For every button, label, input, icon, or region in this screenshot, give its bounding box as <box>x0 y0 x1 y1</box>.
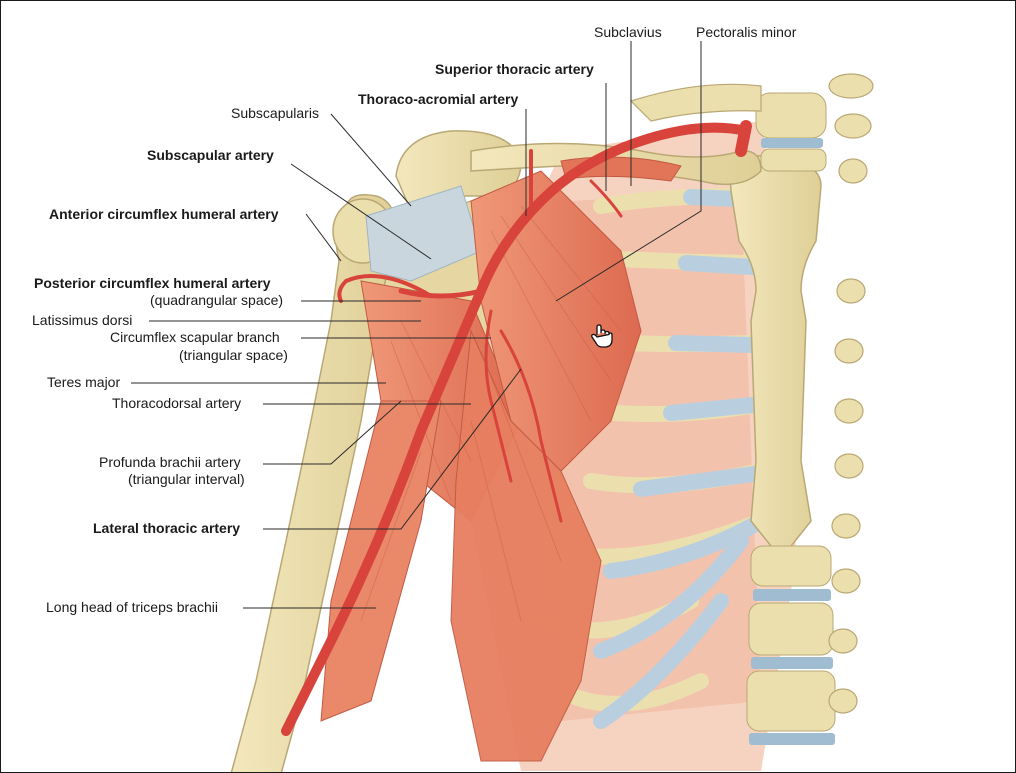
label-teres-major: Teres major <box>47 374 121 390</box>
thoracodorsal-branch <box>484 309 513 483</box>
label-latissimus-dorsi: Latissimus dorsi <box>32 312 133 328</box>
axillary-subclavian-artery <box>281 122 751 736</box>
leader-lateral-thoracic <box>263 368 522 530</box>
lateral-thoracic-branch <box>499 329 563 523</box>
leader-subscapularis <box>330 113 412 207</box>
label-lateral-thoracic-artery: Lateral thoracic artery <box>93 520 241 536</box>
label-anterior-circumflex-humeral-artery: Anterior circumflex humeral artery <box>49 206 279 222</box>
label-triangular-space: (triangular space) <box>179 347 288 363</box>
label-long-head-triceps: Long head of triceps brachii <box>46 599 218 615</box>
pectoralis-minor-muscle <box>470 170 642 472</box>
cartilage-6 <box>603 513 769 579</box>
first-rib-arch <box>629 83 762 122</box>
leader-subscapular <box>290 163 432 260</box>
vertebra-lower <box>748 602 834 656</box>
label-posterior-circumflex-humeral-artery: Posterior circumflex humeral artery <box>34 275 271 291</box>
serratus-anterior-muscle <box>450 329 602 762</box>
label-superior-thoracic-artery: Superior thoracic artery <box>435 61 594 77</box>
leader-profunda-brachii <box>263 400 402 465</box>
costal-cartilages <box>593 189 769 729</box>
label-subclavius: Subclavius <box>594 24 662 40</box>
subscapular-branch <box>398 288 484 299</box>
vertebra <box>755 92 827 139</box>
cartilage-8 <box>593 593 729 729</box>
cartilage-3 <box>668 335 761 353</box>
cartilage-7 <box>593 533 749 659</box>
cartilage-1 <box>683 189 744 207</box>
label-quadrangular-space: (quadrangular space) <box>150 292 284 308</box>
leader-lines <box>131 41 702 609</box>
circumflex-humeral-branches <box>337 274 433 303</box>
arteries <box>281 120 752 736</box>
cartilage-2 <box>678 255 761 275</box>
vertebral-stub <box>735 120 752 157</box>
vertebra-lower <box>746 670 836 732</box>
vertebra-lower <box>750 545 832 587</box>
vertebra <box>760 148 827 172</box>
label-profunda-brachii-artery: Profunda brachii artery <box>99 454 241 470</box>
leader-anterior-circumflex <box>305 213 342 262</box>
cartilage-5 <box>633 465 769 497</box>
intervertebral-disc <box>753 589 831 601</box>
label-subscapular-artery: Subscapular artery <box>147 147 274 163</box>
intervertebral-disc <box>761 138 823 148</box>
label-pectoralis-minor: Pectoralis minor <box>696 24 797 40</box>
intervertebral-disc <box>751 657 833 669</box>
cartilage-4 <box>663 397 761 421</box>
leader-pectoralis-minor <box>555 41 702 302</box>
label-triangular-interval: (triangular interval) <box>128 471 245 487</box>
rib-heads <box>828 73 874 714</box>
label-thoracodorsal-artery: Thoracodorsal artery <box>112 395 242 411</box>
superior-thoracic-branch <box>589 179 623 218</box>
vertebral-column <box>746 92 836 745</box>
label-thoraco-acromial-artery: Thoraco-acromial artery <box>358 91 519 107</box>
subscapularis-muscle <box>365 185 482 282</box>
label-circumflex-scapular-branch: Circumflex scapular branch <box>110 329 280 345</box>
intervertebral-disc <box>749 733 835 745</box>
label-subscapularis: Subscapularis <box>231 105 319 121</box>
hand-pointer-icon <box>591 324 613 348</box>
